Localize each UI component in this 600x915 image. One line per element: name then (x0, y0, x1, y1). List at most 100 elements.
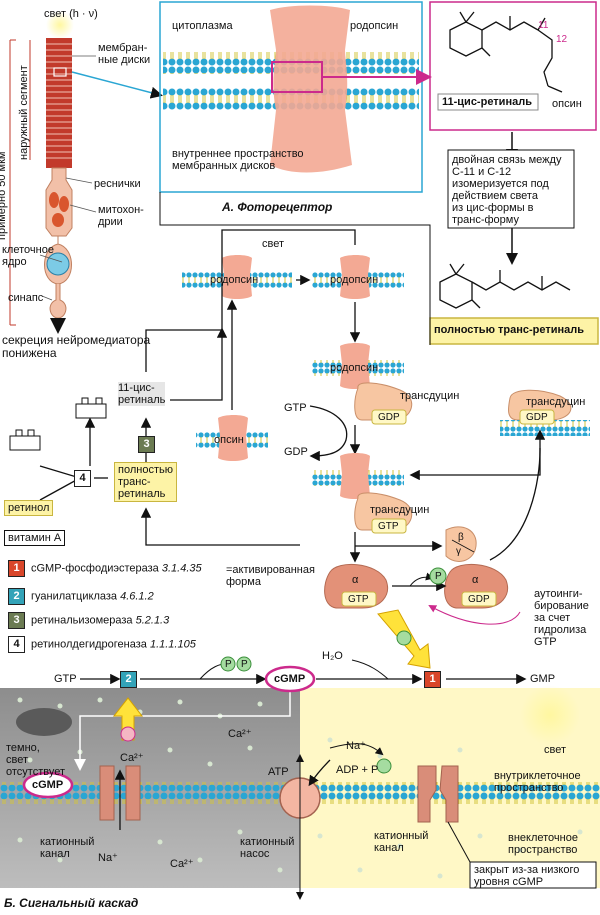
synapse-shape (49, 284, 67, 319)
cis-retinal-label: 11-цис-ретиналь (442, 96, 532, 108)
phosphate-label: P (435, 571, 442, 582)
zoom-link-line (71, 71, 163, 99)
outer-segment-label: наружный сегмент (18, 65, 30, 160)
cgmp-ellipse (264, 665, 316, 693)
nad-icon-top (75, 397, 107, 419)
transducin-label-1: трансдуцин (400, 390, 460, 402)
cgmp-left-ellipse (22, 771, 74, 799)
gdp-label: GDP (284, 446, 308, 458)
rhodopsin-label-2: родопсин (330, 274, 379, 286)
cilia-label: реснички (94, 178, 141, 190)
opsin-membrane (196, 415, 268, 461)
enzyme-2-box: 2 (120, 671, 137, 688)
isomerization-note-frame (447, 149, 575, 229)
trans-retinal-cycle-label: полностью транс- ретиналь (114, 462, 177, 502)
na-label-1: Na⁺ (98, 852, 118, 864)
disc-panel-frame (159, 1, 423, 193)
cloud-icon (16, 708, 72, 736)
gtp-box-label: GTP (378, 521, 399, 532)
cation-channel-label: катионный канал (40, 836, 95, 860)
ion-dots (17, 697, 583, 879)
rhodopsin-label-3: родопсин (330, 362, 379, 374)
mitochondria-label: митохон- дрии (98, 204, 144, 228)
section-b-title: Б. Сигнальный каскад (4, 896, 139, 910)
enzyme-4-box: 4 (74, 470, 91, 487)
pp-label-2: P (241, 659, 248, 670)
autoinhibition-arrow (428, 605, 521, 625)
synapse-label: синапс (8, 292, 44, 304)
enzyme-1-box: 1 (424, 671, 441, 688)
gdp-box-label: GDP (378, 412, 400, 423)
intracellular-label: внутриклеточное пространство (494, 770, 581, 794)
closed-note-label: закрыт из-за низкого уровня cGMP (474, 864, 580, 888)
nucleus-shape (46, 252, 70, 276)
vitamin-a-label: витамин А (4, 530, 66, 546)
gmp-label: GMP (530, 673, 556, 685)
section-a-title: А. Фоторецептор (222, 200, 333, 214)
rhodopsin-membrane-3 (312, 343, 404, 389)
dark-label: темно, свет отсутствует (6, 742, 66, 778)
light-label: свет (h · ν) (44, 8, 98, 20)
gdp-box-right-label: GDP (526, 412, 548, 423)
beta-gamma-shape (445, 526, 477, 562)
cis-retinal-box (437, 93, 539, 111)
ca-label-2: Ca²⁺ (228, 728, 252, 740)
na-label-2: Na⁺ (346, 740, 366, 752)
minus-circle (120, 726, 136, 742)
transducin-label-top-right: трансдуцин (526, 396, 586, 408)
secretion-label: секреция нейромедиатора понижена (2, 333, 151, 360)
rhodopsin-membrane-1 (182, 255, 292, 299)
cgmp-label: cGMP (274, 673, 306, 685)
closed-note-frame (469, 861, 597, 889)
trans-retinal-box (429, 317, 599, 345)
opsin-label-top: опсин (552, 98, 582, 110)
gtp-alpha-label: GTP (348, 594, 369, 605)
cascade-gtp-label: GTP (54, 673, 77, 685)
water-label: H₂O (322, 650, 343, 662)
gdp-alpha-label: GDP (468, 594, 490, 605)
ca-label-1: Ca²⁺ (120, 752, 144, 764)
activated-form-label: =активированная форма (226, 564, 315, 588)
opsin-label: опсин (214, 434, 244, 446)
cation-channel-open (99, 765, 141, 821)
carbon-12-label: 12 (556, 34, 568, 45)
alpha-label-1: α (352, 574, 359, 586)
cation-channel-label-2: катионный канал (374, 830, 429, 854)
alpha-label-2: α (472, 574, 479, 586)
nucleus-label: клеточное ядро (2, 244, 54, 268)
retinol-label: ретинол (4, 500, 54, 516)
inner-space-label: внутреннее пространство мембранных диско… (172, 148, 304, 172)
sun-glow (520, 685, 580, 745)
cation-channel-closed (417, 765, 459, 823)
carbon-11-label: 11 (538, 20, 549, 31)
nad-icon-left (9, 429, 41, 451)
isomerization-note: двойная связь между С-11 и С-12 изомериз… (452, 154, 562, 226)
extracellular-label: внеклеточное пространство (508, 832, 578, 856)
autoinhibition-label: аутоинги- бирование за счет гидролиза GT… (534, 588, 589, 648)
trans-retinal-structure (439, 263, 571, 309)
cytoplasm-label: цитоплазма (172, 20, 233, 32)
adp-label: ADP + P (336, 764, 379, 776)
atp-label: ATP (268, 766, 289, 778)
rhodopsin-label-1: родопсин (210, 274, 259, 286)
retinal-panel-frame (429, 1, 597, 131)
plus-circle (396, 630, 412, 646)
phosphate-circle (429, 567, 447, 585)
rod-outer-segment (46, 38, 72, 168)
gtp-label: GTP (284, 402, 307, 414)
cycle-light-label: свет (262, 238, 285, 250)
cis-retinal-structure (449, 11, 563, 93)
light-glow (46, 11, 74, 39)
disc-rhodopsin-label: родопсин (350, 20, 399, 32)
cation-pump-label: катионный насос (240, 836, 295, 860)
cis-retinal-cycle-label: 11-цис- ретиналь (118, 382, 166, 406)
section-divider (159, 192, 431, 345)
mitochondria-shapes (49, 192, 69, 227)
pp-label-1: P (225, 659, 232, 670)
rhodopsin-membrane-4 (312, 453, 404, 499)
gamma-label: γ (456, 546, 461, 557)
